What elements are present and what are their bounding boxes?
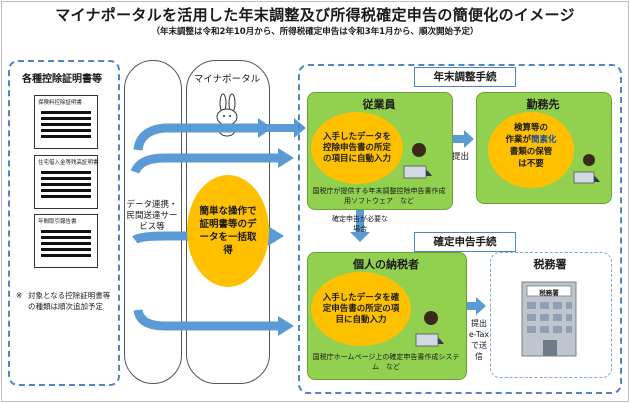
- tax-office-box: [490, 252, 612, 378]
- kakutei-needed-label: 確定申告が必要な場合: [332, 215, 388, 233]
- employee-bubble: 入手したデータを控除申告書の所定の項目に自動入力: [311, 112, 403, 184]
- submit-label-office: 提出 e-Taxで送信: [468, 319, 490, 361]
- employer-title: 勤務先: [526, 98, 560, 111]
- taxpayer-bubble: 入手したデータを確定申告書の所定の項目に自動入力: [311, 272, 411, 346]
- document-housing-loan: 住宅借入金等残高証明書: [34, 155, 99, 209]
- submit-label-employer: 提出: [452, 152, 470, 162]
- center-bubble: 簡単な操作で証明書等のデータを一括取得: [187, 175, 269, 287]
- document-annual-trade: 年間取引報告書: [34, 214, 98, 268]
- employee-note: 国税庁が提供する年末調整控除申告書作成用ソフトウェア など: [312, 187, 446, 205]
- nenmatsu-header: 年末調整手続: [414, 67, 516, 87]
- employer-bubble: 検算等の 作業が簡素化 書類の保管 は不要: [488, 112, 574, 188]
- mynaportal-title: マイナポータル: [193, 74, 261, 85]
- document-insurance: 保険料控除証明書: [34, 95, 98, 149]
- taxpayer-title: 個人の納税者: [353, 258, 419, 271]
- note-text: 対象となる控除証明書等の種類は順次追加予定: [28, 291, 111, 311]
- page-title: マイナポータルを活用した年末調整及び所得税確定申告の簡便化のイメージ: [55, 6, 575, 24]
- kakutei-header: 確定申告手続: [414, 232, 516, 252]
- document-title: 年間取引報告書: [38, 219, 77, 225]
- document-title: 住宅借入金等残高証明書: [38, 160, 99, 166]
- taxpayer-note: 国税庁ホームページ上の確定申告書作成システム など: [312, 353, 460, 371]
- note-mark: ※: [16, 291, 23, 300]
- certificates-panel: [8, 60, 120, 386]
- employee-title: 従業員: [362, 98, 396, 111]
- data-link-text: データ連携・民間送達サービス等: [126, 200, 178, 232]
- tax-office-sign: 税務署: [539, 289, 559, 297]
- certificates-label: 各種控除証明書等: [22, 74, 102, 85]
- tax-office-title: 税務署: [533, 258, 567, 271]
- page-subtitle: （年末調整は令和2年10月から、所得税確定申告は令和3年1月から、順次開始予定）: [151, 27, 479, 37]
- procedures-panel: [298, 64, 622, 394]
- document-title: 保険料控除証明書: [38, 100, 83, 106]
